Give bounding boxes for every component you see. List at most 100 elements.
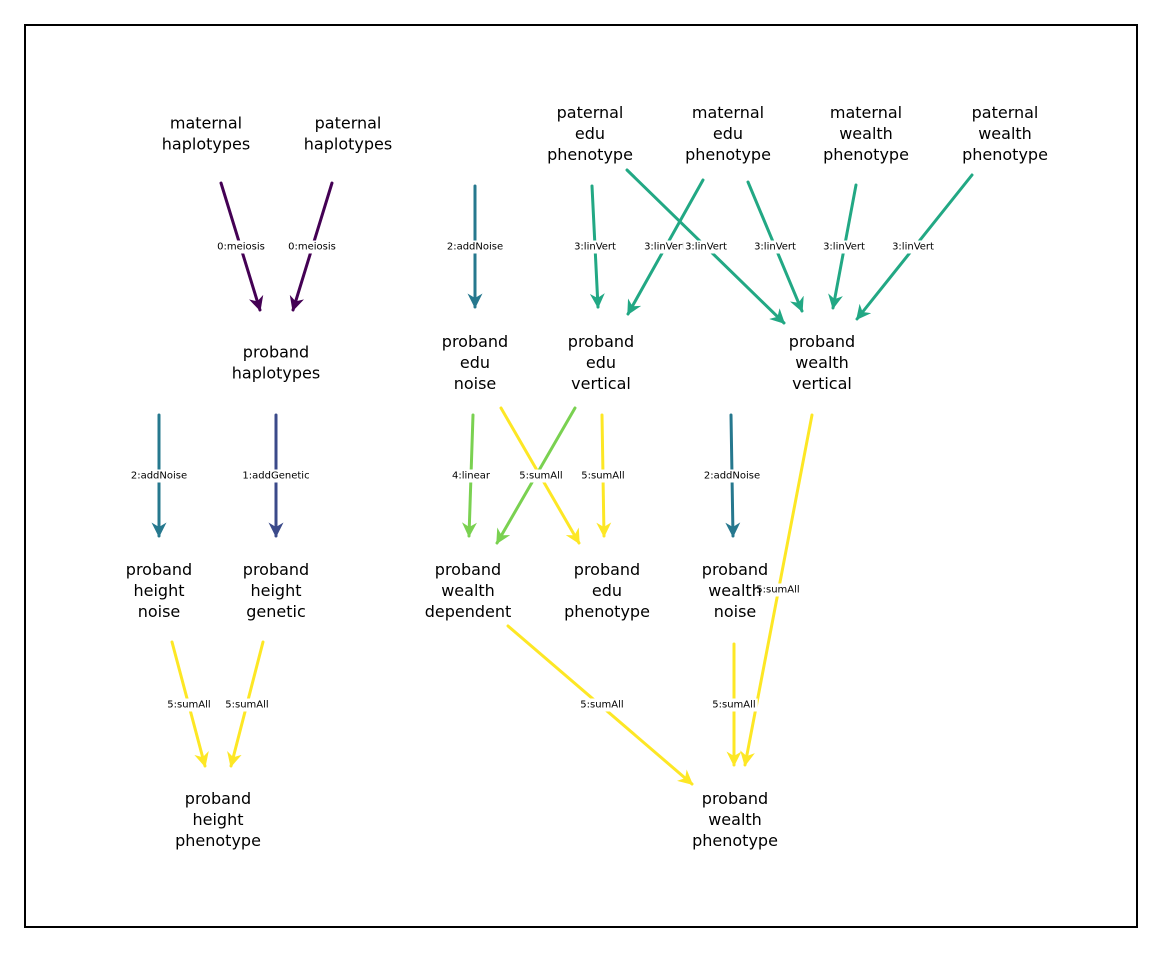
node-label-line: phenotype xyxy=(692,831,778,850)
edge-label-bg xyxy=(215,240,267,254)
node-label-line: proband xyxy=(243,343,309,362)
node-label-line: maternal xyxy=(830,103,902,122)
node-label-line: dependent xyxy=(425,602,512,621)
edge-label-bg xyxy=(754,583,802,597)
node-label-line: proband xyxy=(789,332,855,351)
node-label-line: paternal xyxy=(315,114,382,133)
node-label-line: proband xyxy=(702,560,768,579)
edge-label-bg xyxy=(517,469,565,483)
node-pb-height-gen: proband height genetic xyxy=(243,560,309,621)
node-pb-wealth-phen: proband wealth phenotype xyxy=(692,789,778,850)
diagram-frame xyxy=(24,24,1138,928)
node-label-line: edu xyxy=(575,124,605,143)
node-label-line: vertical xyxy=(792,374,852,393)
node-label-line: proband xyxy=(442,332,508,351)
edge-label: 5:sumAll xyxy=(581,471,624,482)
node-label-line: edu xyxy=(592,581,622,600)
node-label-line: edu xyxy=(460,353,490,372)
node-mat-wealth: maternal wealth phenotype xyxy=(823,103,909,164)
edge-label: 5:sumAll xyxy=(756,585,799,596)
edge-label-bg xyxy=(579,469,627,483)
node-pb-wealth-dep: proband wealth dependent xyxy=(425,560,512,621)
node-label-line: noise xyxy=(454,374,497,393)
node-pb-wealth-vert: proband wealth vertical xyxy=(789,332,855,393)
node-label-line: phenotype xyxy=(823,145,909,164)
node-label-line: haplotypes xyxy=(162,135,250,154)
node-label-line: proband xyxy=(568,332,634,351)
node-label-line: phenotype xyxy=(962,145,1048,164)
node-pb-hap: proband haplotypes xyxy=(232,343,320,383)
node-label-line: noise xyxy=(138,602,181,621)
node-label-line: paternal xyxy=(557,103,624,122)
node-label-line: genetic xyxy=(246,602,306,621)
edge-label-bg xyxy=(165,698,213,712)
node-label-line: proband xyxy=(702,789,768,808)
edge-label-bg xyxy=(578,698,626,712)
node-label-line: wealth xyxy=(839,124,893,143)
node-label-line: maternal xyxy=(692,103,764,122)
node-label-line: maternal xyxy=(170,114,242,133)
node-pb-edu-noise: proband edu noise xyxy=(442,332,508,393)
node-label-line: paternal xyxy=(972,103,1039,122)
edge-label: 3:linVert xyxy=(644,242,686,253)
node-mat-hap: maternal haplotypes xyxy=(162,114,250,154)
edge-label-bg xyxy=(240,469,312,483)
edge-label-bg xyxy=(286,240,338,254)
node-label-line: proband xyxy=(243,560,309,579)
node-label-line: phenotype xyxy=(175,831,261,850)
edge-label: 5:sumAll xyxy=(712,700,755,711)
edge-label-bg xyxy=(683,240,730,254)
edge-label-bg xyxy=(642,240,689,254)
edge-label: 2:addNoise xyxy=(704,471,760,482)
node-label-line: edu xyxy=(713,124,743,143)
edge-label-bg xyxy=(444,240,506,254)
node-label-line: wealth xyxy=(708,581,762,600)
node-label-line: wealth xyxy=(441,581,495,600)
edge-label-bg xyxy=(752,240,799,254)
edge-label: 5:sumAll xyxy=(225,700,268,711)
edge-label-bg xyxy=(449,469,493,483)
node-label-line: vertical xyxy=(571,374,631,393)
node-label-line: height xyxy=(193,810,244,829)
node-label-line: wealth xyxy=(708,810,762,829)
node-label-line: proband xyxy=(185,789,251,808)
node-label-line: proband xyxy=(126,560,192,579)
edge-label: 5:sumAll xyxy=(580,700,623,711)
node-pb-edu-vert: proband edu vertical xyxy=(568,332,634,393)
node-label-line: wealth xyxy=(978,124,1032,143)
edge-label-bg xyxy=(701,469,763,483)
node-label-line: phenotype xyxy=(685,145,771,164)
edge-label-bg xyxy=(890,240,937,254)
node-label-line: phenotype xyxy=(564,602,650,621)
edge-label: 5:sumAll xyxy=(167,700,210,711)
edge-label: 3:linVert xyxy=(685,242,727,253)
node-pat-wealth: paternal wealth phenotype xyxy=(962,103,1048,164)
edge-label: 3:linVert xyxy=(574,242,616,253)
node-label-line: wealth xyxy=(795,353,849,372)
node-label-line: height xyxy=(251,581,302,600)
node-mat-edu: maternal edu phenotype xyxy=(685,103,771,164)
edge-label: 4:linear xyxy=(452,471,491,482)
edge-label: 3:linVert xyxy=(754,242,796,253)
edge-label-bg xyxy=(821,240,868,254)
edge-label: 3:linVert xyxy=(892,242,934,253)
edge-label: 3:linVert xyxy=(823,242,865,253)
edge-label: 1:addGenetic xyxy=(242,471,309,482)
edge-label: 0:meiosis xyxy=(217,242,265,253)
node-label-line: haplotypes xyxy=(232,364,320,383)
edge-label-bg xyxy=(128,469,190,483)
node-pb-edu-phen: proband edu phenotype xyxy=(564,560,650,621)
node-label-line: proband xyxy=(435,560,501,579)
edge-label: 2:addNoise xyxy=(447,242,503,253)
node-label-line: edu xyxy=(586,353,616,372)
edge-label-bg xyxy=(572,240,619,254)
edge-label: 5:sumAll xyxy=(519,471,562,482)
node-label-line: proband xyxy=(574,560,640,579)
